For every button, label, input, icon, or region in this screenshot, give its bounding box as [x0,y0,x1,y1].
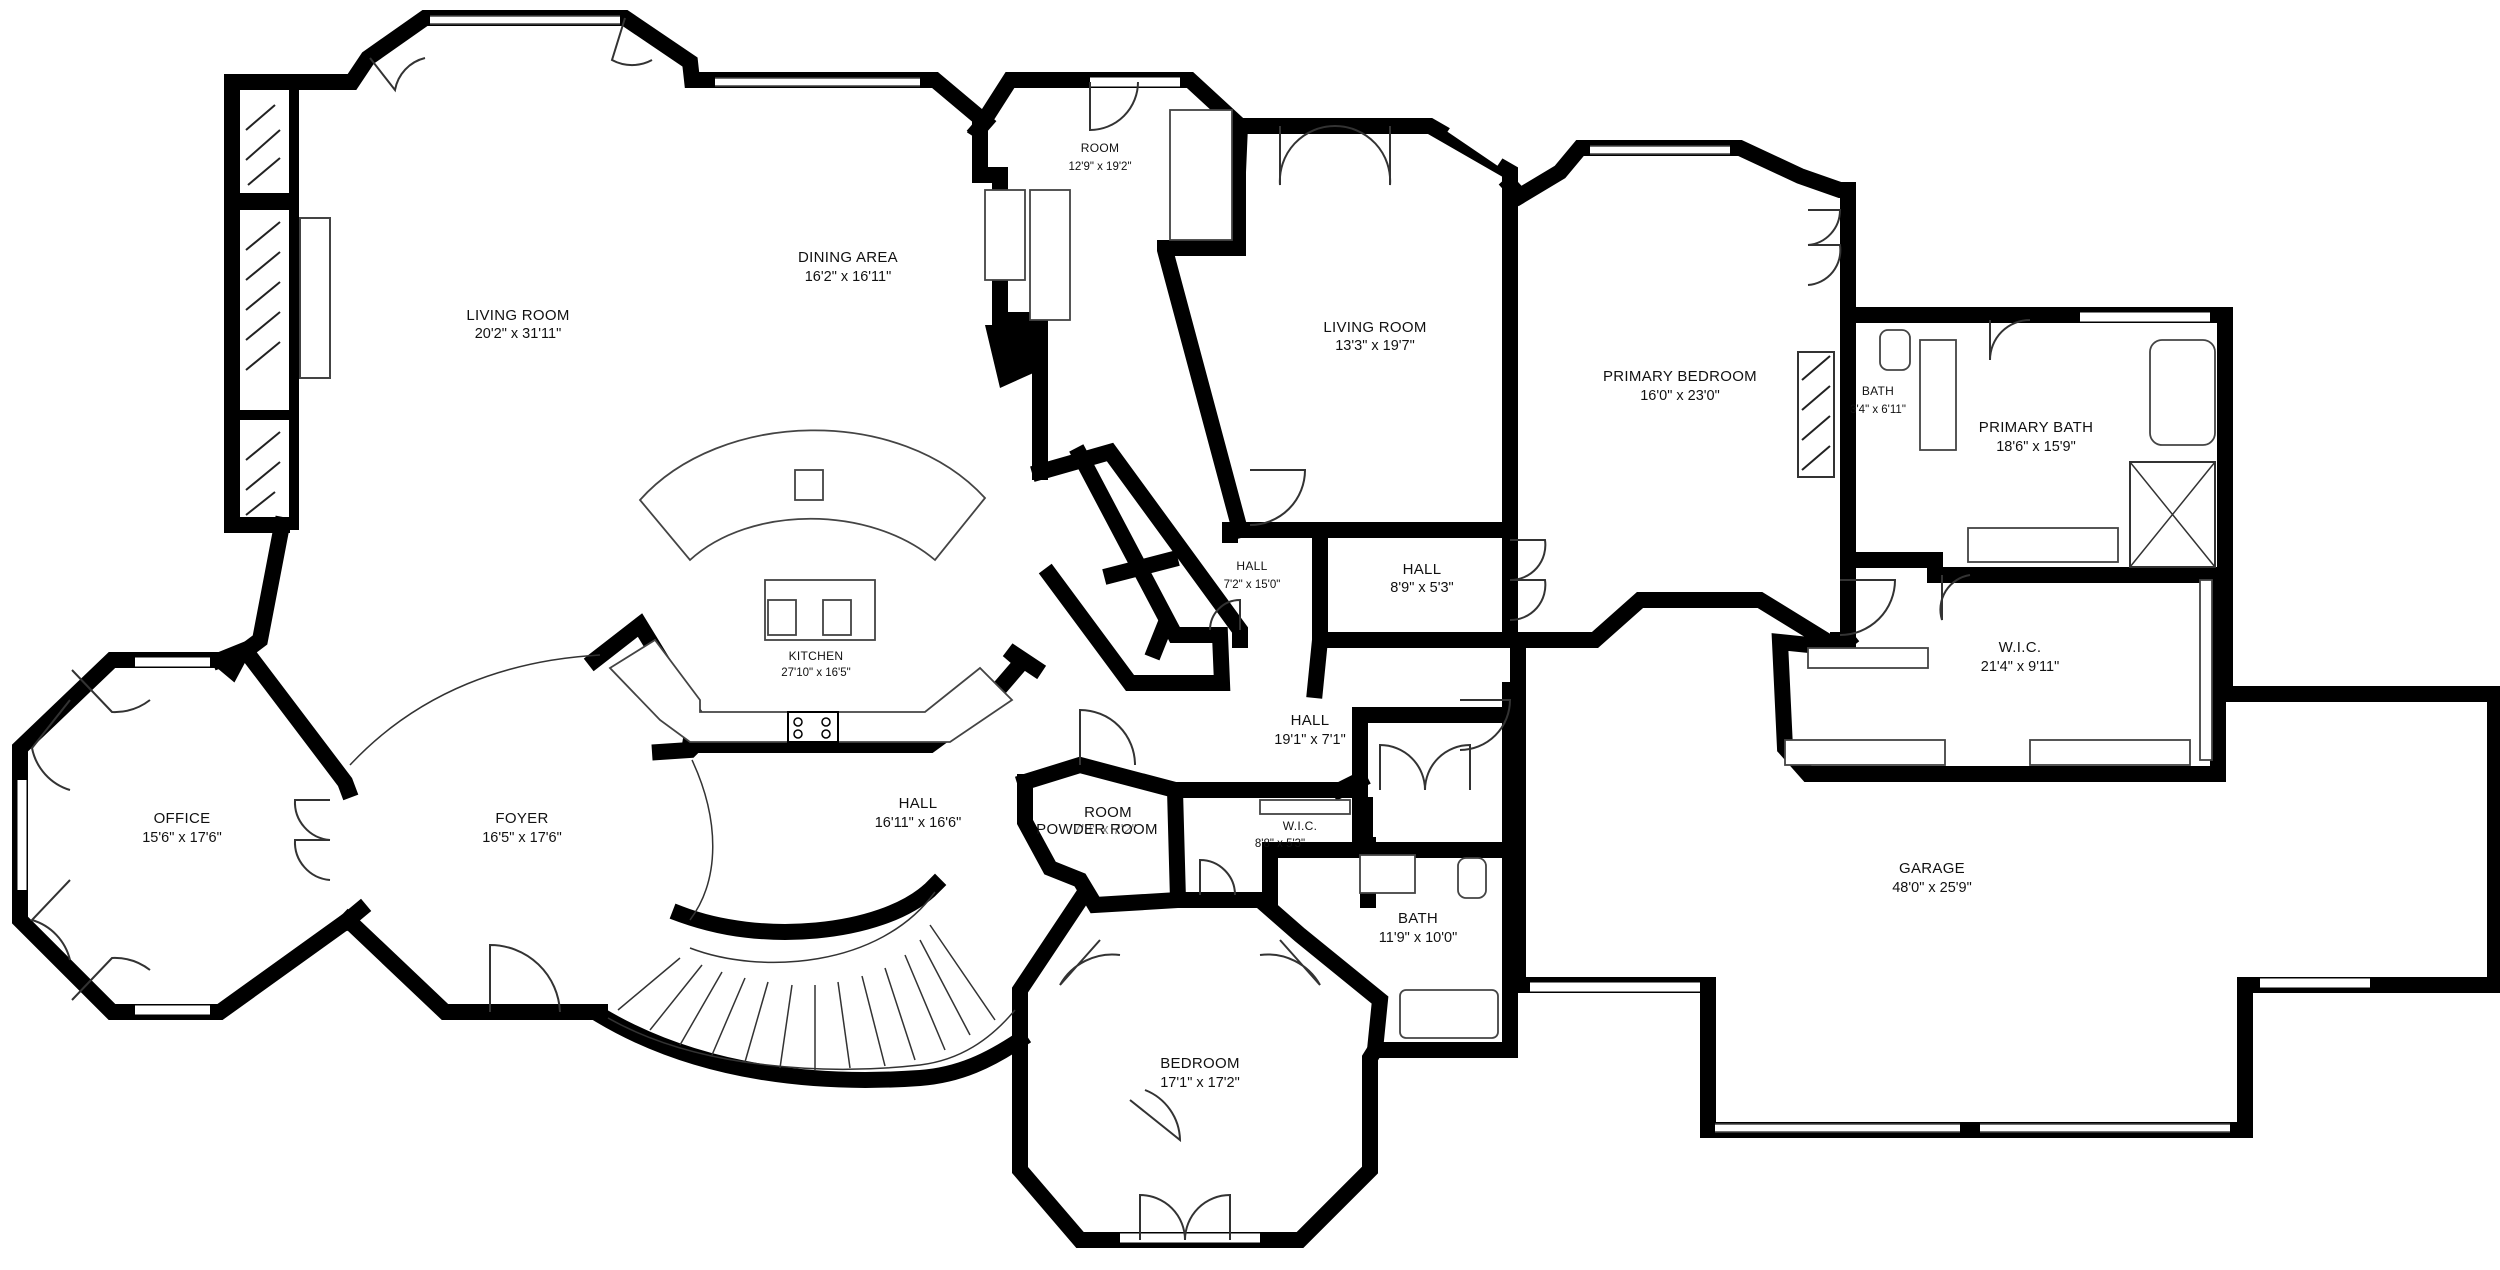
room-labels: LIVING ROOM 20'2" x 31'11" DINING AREA 1… [142,141,2093,1091]
room-label-office: OFFICE 15'6" x 17'6" [142,810,222,846]
room-name: KITCHEN [789,649,844,663]
stairs [349,654,1016,1070]
room-label-bath-small: BATH 3'4" x 6'11" [1850,384,1906,416]
room-label-hall-c: HALL 19'1" x 7'1" [1274,712,1345,748]
room-dim: 27'10" x 16'5" [781,667,850,679]
room-label-wic-small: W.I.C. 8'8" x 5'3" [1255,819,1317,850]
bath-fixtures [1259,329,2216,1039]
room-label-primary-bedroom: PRIMARY BEDROOM 16'0" x 23'0" [1603,368,1757,404]
room-dim: 16'11" x 16'6" [875,815,962,831]
room-label-room-powder: ROOM [1084,804,1132,821]
room-label-hall-b: HALL 8'9" x 5'3" [1390,561,1453,596]
room-name: W.I.C. [1283,819,1317,833]
windows [17,15,2370,1243]
room-label-primary-bath: PRIMARY BATH 18'6" x 15'9" [1979,419,2093,455]
room-name: W.I.C. [1999,639,2042,656]
room-label-garage: GARAGE 48'0" x 25'9" [1892,860,1972,896]
room-name: BATH [1398,910,1438,927]
room-label-room-top: ROOM 12'9" x 19'2" [1068,141,1131,173]
room-name: LIVING ROOM [466,307,569,324]
room-dim: 3'4" x 6'11" [1850,404,1906,416]
room-dim: 17'1" x 17'2" [1160,1075,1240,1091]
room-dim: 48'0" x 25'9" [1892,880,1972,896]
room-label-bath: BATH 11'9" x 10'0" [1379,910,1457,946]
room-name: DINING AREA [798,249,898,266]
doors [30,17,2031,1241]
room-label-wic-primary: W.I.C. 21'4" x 9'11" [1981,639,2059,675]
room-dim: 13'3" x 19'7" [1335,338,1415,354]
room-name: POWDER ROOM [1036,821,1158,838]
walls [12,10,2500,1248]
room-name: PRIMARY BEDROOM [1603,368,1757,385]
room-name: FOYER [495,810,548,827]
room-label-hall-a: HALL 7'2" x 15'0" [1224,559,1281,591]
room-dim: 15'6" x 17'6" [142,830,222,846]
room-dim: 16'2" x 16'11" [805,269,892,285]
room-label-living-room-west: LIVING ROOM 20'2" x 31'11" [466,307,569,342]
room-label-foyer: FOYER 16'5" x 17'6" [482,810,562,846]
room-dim: 8'8" x 5'3" [1255,838,1305,850]
room-label-kitchen: KITCHEN 27'10" x 16'5" [781,649,850,679]
room-name: HALL [1291,712,1330,729]
room-dim: 16'5" x 17'6" [482,830,562,846]
room-label-bedroom: BEDROOM 17'1" x 17'2" [1160,1055,1240,1091]
room-label-dining-area: DINING AREA 16'2" x 16'11" [798,249,898,285]
room-name: HALL [1236,559,1267,573]
room-name: OFFICE [154,810,211,827]
room-name: GARAGE [1899,860,1965,877]
room-dim: 7'8" x 7'2" [1073,822,1136,838]
room-name: BEDROOM [1160,1055,1240,1072]
room-name: LIVING ROOM [1323,319,1426,336]
fireplace-primary [1797,351,1835,478]
room-dim: 20'2" x 31'11" [475,326,562,342]
room-dim: 19'1" x 7'1" [1274,732,1345,748]
room-name: HALL [1403,561,1442,578]
room-name: BATH [1862,384,1894,398]
room-dim: 11'9" x 10'0" [1379,930,1457,946]
room-dim: 8'9" x 5'3" [1390,580,1453,596]
room-label-living-room-center: LIVING ROOM 13'3" x 19'7" [1323,319,1426,354]
room-dim: 12'9" x 19'2" [1068,161,1131,173]
kitchen-fixtures [608,109,1233,743]
room-name: PRIMARY BATH [1979,419,2093,436]
room-label-hall-d: HALL 16'11" x 16'6" [875,795,962,831]
room-dim: 18'6" x 15'9" [1996,439,2076,455]
room-name: ROOM [1084,804,1132,821]
room-dim: 16'0" x 23'0" [1640,388,1720,404]
fireplace-hearth [299,217,331,379]
room-label-powder-room: POWDER ROOM 7'8" x 7'2" [1036,821,1158,838]
room-dim: 7'2" x 15'0" [1224,579,1281,591]
fireplace-hatching [245,104,1831,516]
room-name: HALL [899,795,938,812]
room-name: ROOM [1081,141,1120,155]
room-dim: 21'4" x 9'11" [1981,659,2059,675]
